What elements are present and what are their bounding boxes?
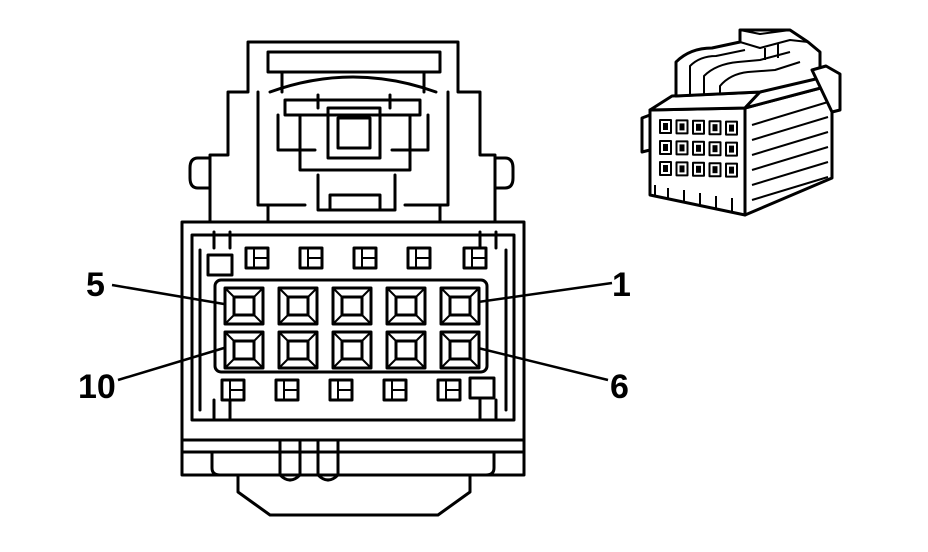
terminal-window	[436, 378, 462, 402]
pin-label-10: 10	[78, 368, 116, 406]
pin-cavity	[277, 330, 319, 370]
pin-cavity	[385, 286, 427, 326]
keying-slot-top-left	[206, 253, 234, 277]
leader-line-pin-5	[111, 283, 225, 306]
terminal-window	[298, 246, 324, 270]
isometric-cavity	[692, 161, 705, 177]
pin-cavities	[223, 286, 481, 370]
pin-cavity	[439, 330, 481, 370]
isometric-cavity	[659, 119, 672, 134]
leader-line-pin-10	[117, 346, 225, 382]
terminal-window	[382, 378, 408, 402]
pin-cavity	[331, 286, 373, 326]
leader-line-pin-1	[477, 281, 613, 304]
cavity-field-frame	[213, 278, 489, 374]
leader-line-pin-6	[477, 346, 609, 382]
isometric-cavity	[708, 162, 722, 178]
pin-label-6: 6	[610, 368, 629, 406]
isometric-cavity	[675, 161, 689, 177]
pin-callouts: 5 1 10 6	[78, 266, 631, 406]
isometric-pin-cavities	[659, 119, 738, 178]
isometric-cavity	[659, 161, 672, 176]
latch-housing	[188, 40, 515, 224]
isometric-cavity	[725, 162, 738, 178]
pin-cavity	[385, 330, 427, 370]
bottom-terminal-windows	[220, 378, 462, 402]
isometric-cavity	[675, 119, 689, 135]
terminal-window	[220, 378, 246, 402]
isometric-cavity	[692, 140, 705, 156]
isometric-cavity	[725, 120, 738, 136]
pin-cavity	[331, 330, 373, 370]
pin-label-1: 1	[612, 266, 631, 304]
terminal-window	[328, 378, 354, 402]
terminal-window	[462, 246, 488, 270]
isometric-cavity	[692, 119, 705, 135]
isometric-cavity	[708, 120, 722, 136]
pin-cavity	[277, 286, 319, 326]
connector-face-view	[180, 40, 526, 517]
pin-cavity	[439, 286, 481, 326]
connector-isometric-view	[640, 28, 842, 217]
terminal-window	[352, 246, 378, 270]
isometric-cavity	[675, 140, 689, 156]
pin-cavity	[223, 330, 265, 370]
terminal-window	[406, 246, 432, 270]
isometric-cavity	[708, 141, 722, 157]
terminal-window	[244, 246, 270, 270]
connector-body	[180, 220, 526, 517]
pin-label-5: 5	[86, 266, 105, 304]
pin-cavity	[223, 286, 265, 326]
isometric-cavity	[725, 141, 738, 157]
isometric-cavity	[659, 140, 672, 155]
keying-slot-bottom-right	[468, 376, 496, 400]
terminal-window	[274, 378, 300, 402]
top-terminal-windows	[244, 246, 488, 270]
